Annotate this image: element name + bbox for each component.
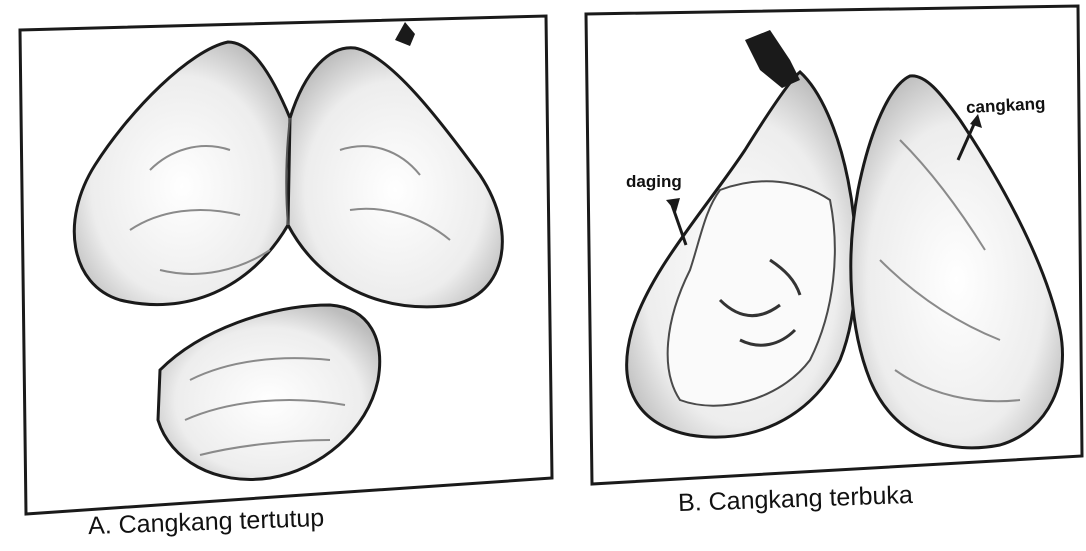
single-mussel-shell bbox=[158, 305, 380, 479]
closed-mussel-left-valve bbox=[74, 42, 290, 305]
arrow-daging bbox=[666, 198, 686, 245]
byssus-dark-tip bbox=[745, 30, 800, 88]
label-meat: daging bbox=[626, 172, 682, 192]
label-shell: cangkang bbox=[966, 94, 1046, 118]
panel-a bbox=[20, 16, 552, 514]
panel-b bbox=[586, 6, 1082, 484]
closed-mussel-right-valve bbox=[288, 48, 502, 307]
byssus-tuft bbox=[395, 22, 415, 46]
